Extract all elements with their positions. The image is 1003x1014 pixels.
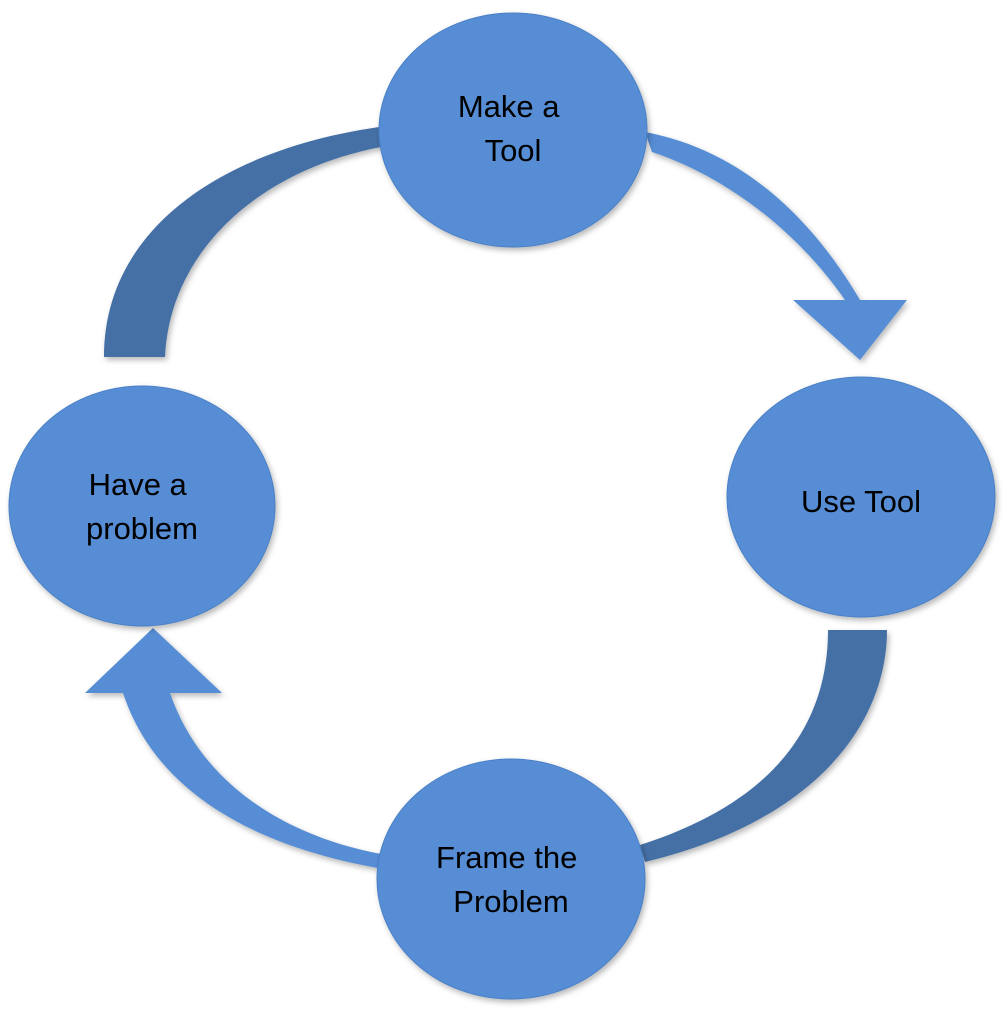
node-make-a-tool-label-line-2: Tool (485, 133, 542, 168)
node-have-a-problem-label: Have a problem (86, 467, 198, 546)
connector-have-problem-to-make-tool (104, 127, 381, 357)
node-frame-the-problem-label: Frame the Problem (436, 840, 586, 919)
connector-make-tool-to-use-tool (645, 132, 907, 360)
cycle-connectors (85, 127, 907, 868)
node-frame-the-problem-circle (376, 758, 646, 1000)
node-have-a-problem-circle (8, 385, 276, 627)
node-use-tool-label-line-1: Use Tool (801, 484, 921, 519)
node-use-tool-label: Use Tool (801, 484, 921, 519)
connector-frame-problem-to-have-problem (85, 628, 381, 868)
node-make-a-tool-label: Make a Tool (458, 89, 568, 168)
node-make-a-tool-label-line-1: Make a (458, 89, 560, 124)
node-have-a-problem: Have a problem (8, 385, 276, 627)
node-frame-the-problem: Frame the Problem (376, 758, 646, 1000)
node-use-tool: Use Tool (726, 376, 996, 618)
node-use-tool-circle (726, 376, 996, 618)
node-have-a-problem-label-line-2: problem (86, 511, 198, 546)
node-make-a-tool-circle (378, 12, 648, 248)
node-frame-the-problem-label-line-1: Frame the (436, 840, 577, 875)
connector-use-tool-to-frame-problem (640, 630, 887, 862)
node-have-a-problem-label-line-1: Have a (89, 467, 188, 502)
node-make-a-tool: Make a Tool (378, 12, 648, 248)
node-frame-the-problem-label-line-2: Problem (453, 884, 568, 919)
